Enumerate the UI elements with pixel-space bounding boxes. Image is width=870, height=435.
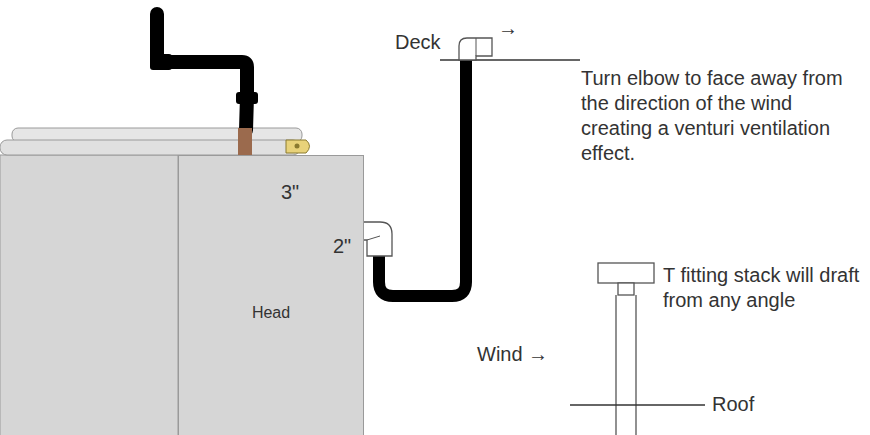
cabinet-panel	[0, 155, 178, 435]
t-fitting-neck	[618, 283, 634, 295]
annotation-text: Deck	[395, 30, 455, 55]
elbow-detail	[476, 38, 477, 56]
pipe-joint	[236, 92, 258, 104]
vent-hose	[379, 60, 466, 296]
deck-elbow	[459, 38, 492, 60]
annotation-text: Turn elbow to face away from the directi…	[581, 66, 866, 166]
head-cabinet: Head	[178, 155, 364, 435]
annotation-text: T fitting stack will draft from any angl…	[663, 263, 863, 313]
vent-pipe	[157, 14, 247, 130]
annotation-text: →	[498, 16, 528, 41]
annotation-text: Roof	[712, 392, 772, 417]
toilet-seat	[0, 140, 300, 155]
brass-fitting	[238, 128, 252, 156]
stack-pipe	[615, 295, 616, 435]
fitting	[286, 140, 310, 153]
roof-line	[570, 404, 705, 405]
elbow-fitting	[363, 222, 392, 256]
elbow-detail	[367, 236, 380, 240]
annotation-text: Wind →	[477, 342, 567, 367]
annotation-text: 3"	[281, 180, 321, 205]
t-fitting	[598, 263, 654, 283]
pipe-joint	[150, 54, 172, 70]
annotation-text: 2"	[333, 234, 373, 259]
fitting-bolt	[295, 144, 300, 149]
stack-pipe	[635, 295, 636, 435]
node-label: Head	[179, 304, 363, 322]
